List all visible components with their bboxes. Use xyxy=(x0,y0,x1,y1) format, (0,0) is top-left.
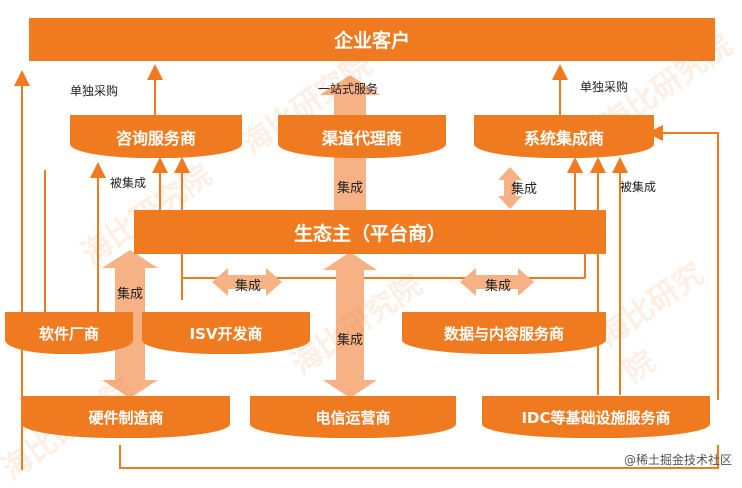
label-one-stop: 一站式服务 xyxy=(318,82,379,96)
label-buy-left: 单独采购 xyxy=(70,84,119,98)
connector-lines xyxy=(14,64,719,470)
system-integrator-box: 系统集成商 xyxy=(474,115,654,158)
isv-developer-box: ISV开发商 xyxy=(142,312,310,354)
source-credit: @稀土掘金技术社区 xyxy=(623,453,732,467)
label-integrated-right: 被集成 xyxy=(620,180,657,194)
software-vendor-box: 软件厂商 xyxy=(5,312,133,354)
data-content-provider-box: 数据与内容服务商 xyxy=(402,312,606,354)
label-integrate-isv: 集成 xyxy=(234,278,261,294)
telecom-operator-box: 电信运营商 xyxy=(250,396,456,438)
label-integrate-channel: 集成 xyxy=(336,180,363,196)
channel-agent-box: 渠道代理商 xyxy=(278,115,446,158)
hardware-manufacturer-box: 硬件制造商 xyxy=(22,396,230,438)
consulting-provider-box: 咨询服务商 xyxy=(70,115,242,158)
label-integrate-telecom: 集成 xyxy=(336,332,363,348)
label-integrate-data: 集成 xyxy=(484,278,511,294)
label-integrated-left: 被集成 xyxy=(110,176,147,190)
label-buy-right: 单独采购 xyxy=(580,80,629,94)
enterprise-customer-box: 企业客户 xyxy=(29,18,715,61)
label-integrate-si: 集成 xyxy=(510,181,537,197)
idc-infrastructure-box: IDC等基础设施服务商 xyxy=(482,396,710,438)
ecosystem-platform-box: 生态主（平台商） xyxy=(134,210,606,254)
label-integrate-hardware: 集成 xyxy=(116,286,143,302)
